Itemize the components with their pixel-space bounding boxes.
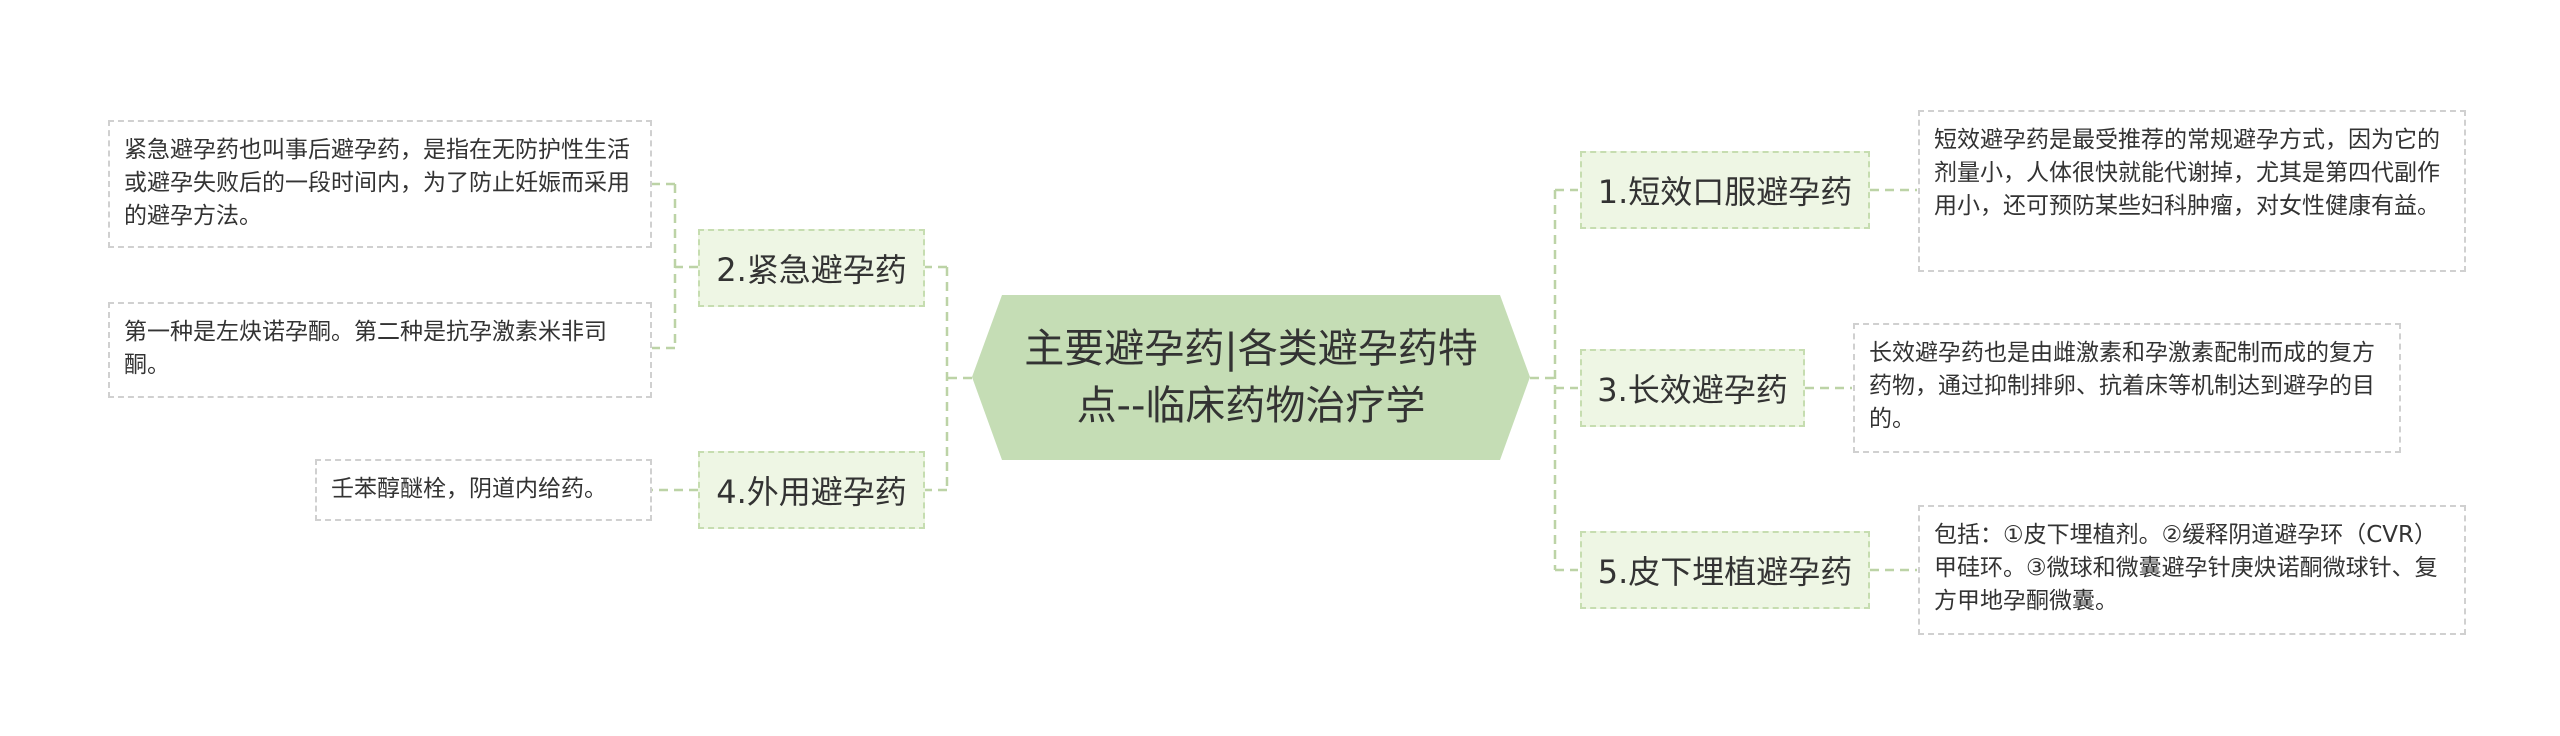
- central-topic-shape: [972, 295, 1530, 460]
- leaf-detail-subdermal-implant: 包括：①皮下埋植剂。②缓释阴道避孕环（CVR）甲硅环。③微球和微囊避孕针庚炔诺酮…: [1918, 505, 2466, 635]
- branch-node-emergency[interactable]: 2.紧急避孕药: [698, 229, 925, 307]
- leaf-detail-short-acting-oral: 短效避孕药是最受推荐的常规避孕方式，因为它的剂量小，人体很快就能代谢掉，尤其是第…: [1918, 110, 2466, 272]
- central-topic[interactable]: 主要避孕药|各类避孕药特点--临床药物治疗学: [972, 295, 1530, 460]
- leaf-detail-topical: 壬苯醇醚栓，阴道内给药。: [315, 459, 652, 521]
- branch-node-short-acting-oral[interactable]: 1.短效口服避孕药: [1580, 151, 1870, 229]
- central-topic-title: 主要避孕药|各类避孕药特点--临床药物治疗学: [1024, 325, 1478, 429]
- branch-node-subdermal-implant[interactable]: 5.皮下埋植避孕药: [1580, 531, 1870, 609]
- leaf-detail-long-acting: 长效避孕药也是由雌激素和孕激素配制而成的复方药物，通过抑制排卵、抗着床等机制达到…: [1853, 323, 2401, 453]
- branch-node-long-acting[interactable]: 3.长效避孕药: [1580, 349, 1805, 427]
- leaf-detail-emergency-types: 第一种是左炔诺孕酮。第二种是抗孕激素米非司酮。: [108, 302, 652, 398]
- leaf-detail-emergency-definition: 紧急避孕药也叫事后避孕药，是指在无防护性生活或避孕失败后的一段时间内，为了防止妊…: [108, 120, 652, 248]
- branch-node-topical[interactable]: 4.外用避孕药: [698, 451, 925, 529]
